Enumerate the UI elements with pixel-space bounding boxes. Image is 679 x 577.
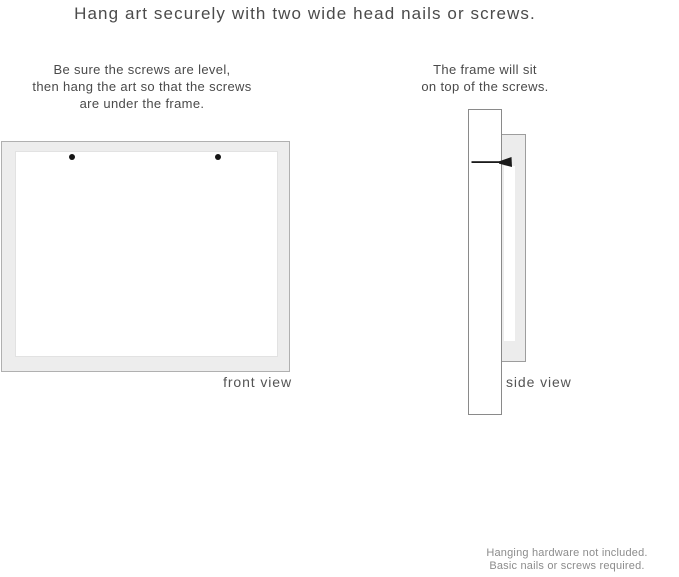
side-wall-rect <box>468 109 502 415</box>
footnote-text: Hanging hardware not included. Basic nai… <box>457 547 677 573</box>
screw-head-right-icon <box>215 154 221 160</box>
screw-head-left-icon <box>69 154 75 160</box>
front-art-area <box>15 151 278 357</box>
nail-head <box>499 157 512 167</box>
side-instruction-line-2: on top of the screws. <box>421 79 549 94</box>
side-frame-back-gap <box>504 166 515 341</box>
front-view-label: front view <box>223 374 292 390</box>
front-instruction-line-3: are under the frame. <box>79 96 205 111</box>
nail-icon <box>471 157 512 167</box>
front-instruction-text: Be sure the screws are level, then hang … <box>11 61 273 112</box>
side-instruction-text: The frame will sit on top of the screws. <box>385 61 585 95</box>
front-instruction-line-1: Be sure the screws are level, <box>53 62 231 77</box>
front-instruction-line-2: then hang the art so that the screws <box>32 79 252 94</box>
side-view-label: side view <box>506 374 572 390</box>
footnote-line-2: Basic nails or screws required. <box>489 560 645 572</box>
footnote-line-1: Hanging hardware not included. <box>486 547 648 559</box>
side-instruction-line-1: The frame will sit <box>433 62 537 77</box>
nail-shaft <box>471 161 501 163</box>
page-title: Hang art securely with two wide head nai… <box>74 4 536 23</box>
